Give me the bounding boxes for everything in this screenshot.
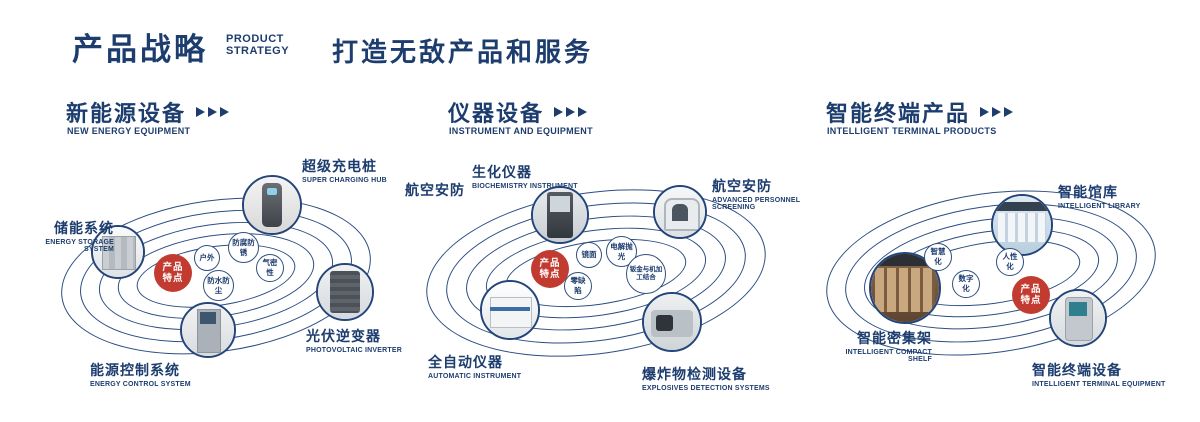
- label-super-charging-hub: 超级充电桩 SUPER CHARGING HUB: [302, 158, 387, 184]
- page-title-en-line1: PRODUCT: [226, 33, 284, 45]
- pv-inverter-photo: [316, 263, 374, 321]
- product-features-badge: 产品特点: [531, 250, 569, 288]
- analyzer-image: [482, 282, 538, 338]
- section-title-instruments-text: 仪器设备: [448, 101, 545, 126]
- terminal-equipment-photo: [1049, 289, 1107, 347]
- feature-bubble: 防水防尘: [203, 270, 234, 301]
- feature-bubble: 电解抛光: [606, 236, 637, 267]
- xray-machine-image: [644, 294, 700, 350]
- page-tagline: 打造无敌产品和服务: [332, 37, 594, 67]
- orbit-cluster-terminal: 智能馆库 INTELLIGENT LIBRARY 智能密集架 INTELLIGE…: [815, 148, 1200, 408]
- label-intelligent-compact-shelf: 智能密集架 INTELLIGENT COMPACT SHELF: [845, 330, 932, 363]
- page-title: 产品战略: [72, 32, 208, 67]
- feature-bubble: 人性化: [996, 248, 1024, 276]
- feature-bubble: 零缺陷: [564, 272, 592, 300]
- label-explosives-detection: 爆炸物检测设备 EXPLOSIVES DETECTION SYSTEMS: [642, 366, 770, 392]
- page-title-english: PRODUCT STRATEGY: [226, 33, 289, 57]
- section-title-terminal-text: 智能终端产品: [826, 101, 971, 126]
- label-energy-storage-system: 储能系统 ENERGY STORAGE SYSTEM: [45, 220, 114, 253]
- label-biochemistry-instrument: 生化仪器 BIOCHEMISTRY INSTRUMENT: [472, 164, 578, 190]
- biochem-rack-image: [533, 188, 587, 242]
- intelligent-library-photo: [991, 194, 1053, 256]
- feature-bubble: 户外: [194, 245, 220, 271]
- charging-hub-photo: [242, 175, 302, 235]
- section-subtitle-terminal: INTELLIGENT TERMINAL PRODUCTS: [827, 126, 997, 136]
- section-subtitle-energy: NEW ENERGY EQUIPMENT: [67, 126, 191, 136]
- label-intelligent-terminal-equipment: 智能终端设备 INTELLIGENT TERMINAL EQUIPMENT: [1032, 362, 1166, 388]
- control-cabinet-image: [182, 304, 234, 356]
- label-intelligent-library: 智能馆库 INTELLIGENT LIBRARY: [1058, 184, 1141, 210]
- orbit-cluster-energy: 超级充电桩 SUPER CHARGING HUB 储能系统 ENERGY STO…: [30, 148, 401, 408]
- page-title-en-line2: STRATEGY: [226, 45, 290, 57]
- section-title-energy-text: 新能源设备: [66, 101, 187, 126]
- section-title-energy: 新能源设备: [66, 96, 230, 128]
- triple-chevron-icon: [196, 107, 230, 117]
- automatic-instrument-photo: [480, 280, 540, 340]
- kiosk-image: [1051, 291, 1105, 345]
- product-features-badge: 产品特点: [1012, 276, 1050, 314]
- label-photovoltaic-inverter: 光伏逆变器 PHOTOVOLTAIC INVERTER: [306, 328, 402, 354]
- label-aviation-security: 航空安防: [405, 182, 465, 198]
- feature-bubble: 气密性: [256, 254, 284, 282]
- feature-bubble: 智慧化: [924, 243, 952, 271]
- feature-bubble: 钣金与机加工结合: [626, 254, 666, 294]
- explosives-detection-photo: [642, 292, 702, 352]
- feature-bubble: 镜面: [576, 242, 602, 268]
- biochemistry-instrument-photo: [531, 186, 589, 244]
- library-room-image: [993, 196, 1051, 254]
- inverter-cabinet-image: [318, 265, 372, 319]
- energy-control-photo: [180, 302, 236, 358]
- personnel-screening-photo: [653, 185, 707, 239]
- label-advanced-personnel-screening: 航空安防 ADVANCED PERSONNEL SCREENING: [712, 178, 801, 211]
- section-title-instruments: 仪器设备: [448, 96, 588, 128]
- triple-chevron-icon: [554, 107, 588, 117]
- product-features-badge: 产品特点: [154, 254, 192, 292]
- triple-chevron-icon: [980, 107, 1014, 117]
- security-scanner-image: [655, 187, 705, 237]
- charging-pile-image: [244, 177, 300, 233]
- label-energy-control-system: 能源控制系统 ENERGY CONTROL SYSTEM: [90, 362, 191, 388]
- orbit-cluster-instruments: 航空安防 生化仪器 BIOCHEMISTRY INSTRUMENT 航空安防 A…: [400, 148, 800, 408]
- feature-bubble: 防腐防锈: [228, 232, 259, 263]
- energy-storage-photo: [91, 225, 145, 279]
- storage-cabinet-image: [93, 227, 143, 277]
- feature-bubble: 数字化: [952, 270, 980, 298]
- section-subtitle-instruments: INSTRUMENT AND EQUIPMENT: [449, 126, 593, 136]
- section-title-terminal: 智能终端产品: [826, 96, 1014, 128]
- label-automatic-instrument: 全自动仪器 AUTOMATIC INSTRUMENT: [428, 354, 522, 380]
